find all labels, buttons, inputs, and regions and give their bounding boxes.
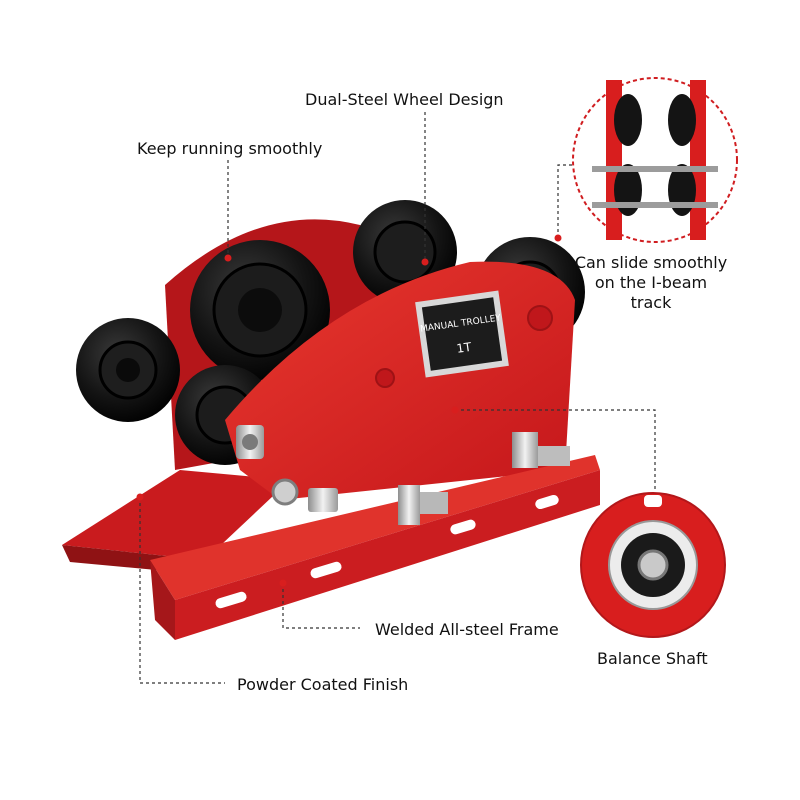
callout-powder-coated: Powder Coated Finish — [237, 675, 409, 694]
wheel-back-center — [190, 240, 330, 380]
callout-slide-line2: on the I-beam — [594, 273, 708, 292]
callout-dual-steel-wheel: Dual-Steel Wheel Design — [305, 90, 504, 109]
callout-slide-line1: Can slide smoothly — [574, 253, 728, 272]
leader-dots — [136, 234, 562, 587]
plate-line2: 1T — [456, 340, 473, 356]
bolt-center — [398, 485, 448, 525]
bolt-right — [512, 432, 570, 468]
callout-balance-shaft: Balance Shaft — [597, 649, 708, 668]
callout-keep-running: Keep running smoothly — [137, 139, 323, 158]
callout-slide-line3: track — [630, 293, 672, 312]
callout-welded-frame: Welded All-steel Frame — [375, 620, 559, 639]
leader-lines — [139, 112, 656, 684]
front-base-flange — [150, 455, 600, 640]
callout-slide-smoothly: Can slide smoothly on the I-beam track — [570, 253, 732, 313]
bolt-left — [236, 425, 264, 459]
bolt-lower-left — [271, 478, 338, 512]
name-plate: MANUAL TROLLEY 1T — [415, 290, 509, 378]
zoom-circle-balance-shaft — [580, 492, 726, 638]
wheel-far-left — [76, 318, 180, 422]
zoom-circle-wheels — [572, 77, 738, 243]
